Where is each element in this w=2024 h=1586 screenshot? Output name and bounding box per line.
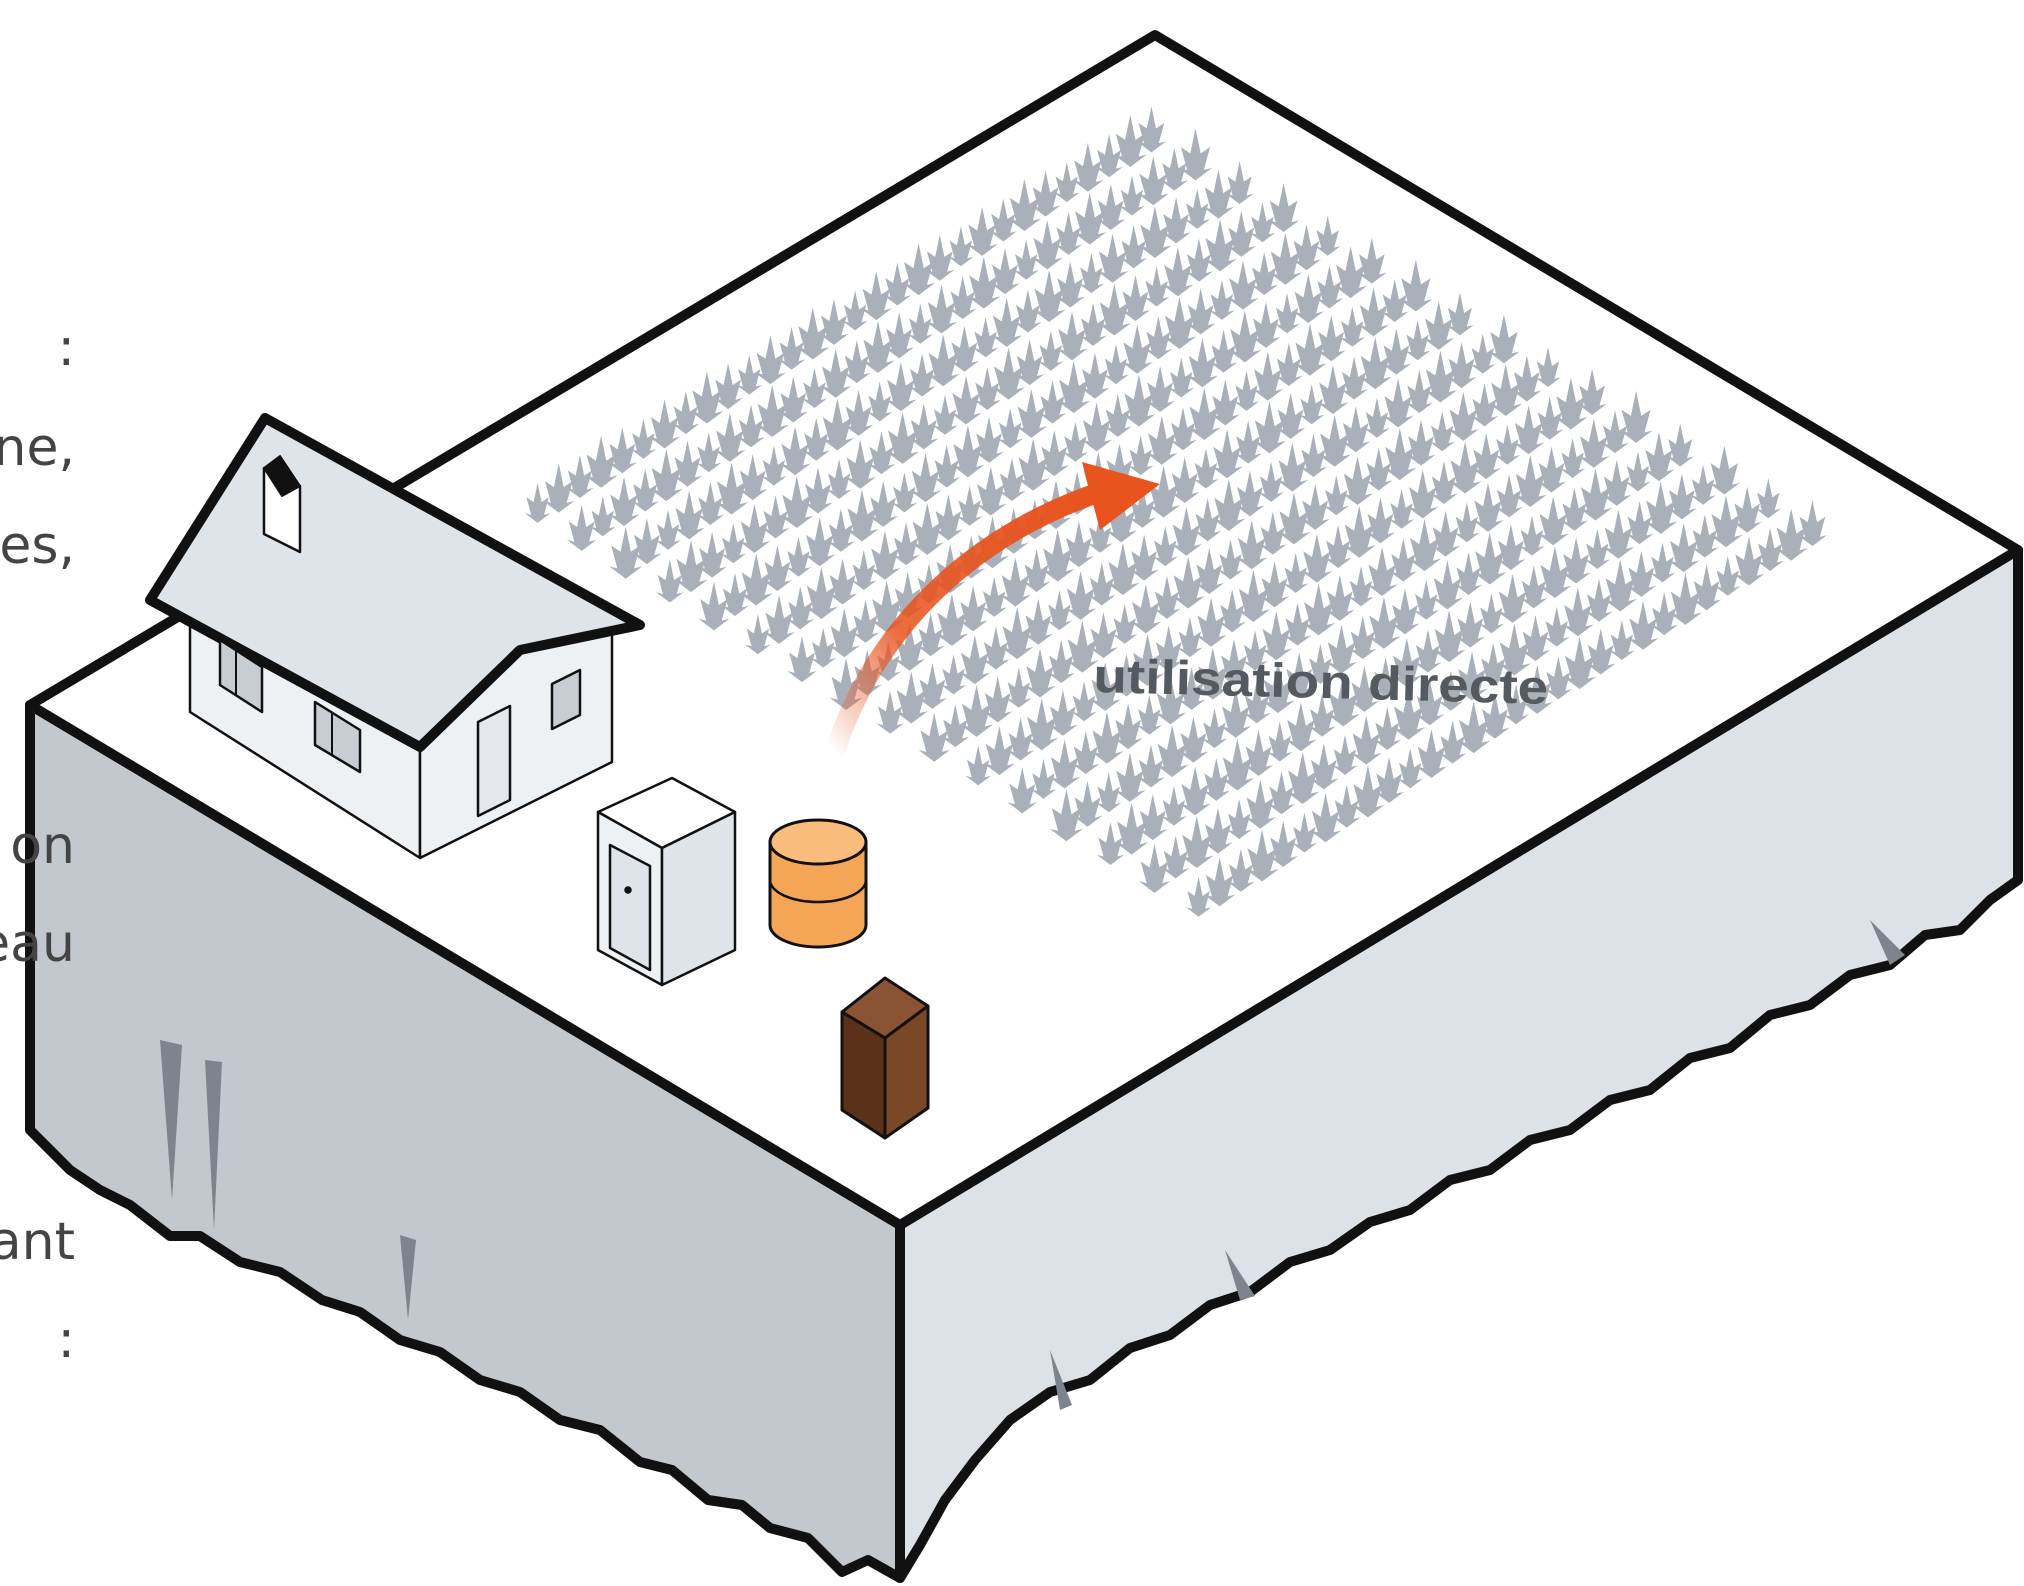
text-fragment: :	[57, 1314, 75, 1366]
text-fragment: ne,	[0, 422, 75, 474]
text-fragment: on	[10, 820, 75, 872]
text-fragment: eau	[0, 918, 75, 970]
tank-icon	[770, 820, 866, 947]
text-fragment: es,	[0, 520, 75, 572]
text-fragment: ant	[0, 1216, 75, 1268]
compost-bin-icon	[842, 978, 928, 1138]
toilet-cabin-icon	[598, 778, 735, 985]
text-fragment: :	[57, 322, 75, 374]
